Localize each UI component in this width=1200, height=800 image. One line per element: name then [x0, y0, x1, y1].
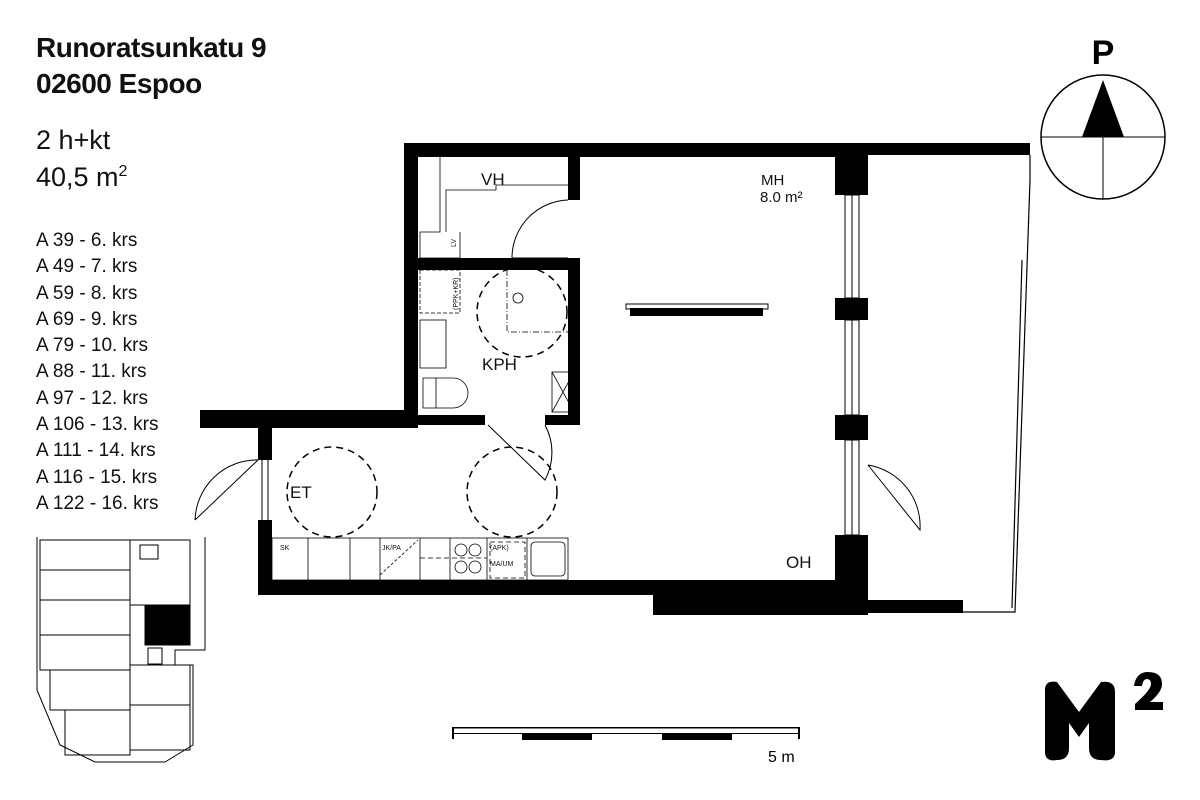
scale-bar: 5 m — [452, 727, 800, 766]
room-mh-area: 8.0 m² — [760, 189, 803, 206]
unit-item: A 49 - 7. krs — [36, 256, 138, 278]
city: 02600 Espoo — [36, 68, 202, 99]
unit-item: A 59 - 8. krs — [36, 282, 138, 304]
building-keyplan — [36, 537, 206, 763]
room-et: ET — [290, 483, 312, 502]
street: Runoratsunkatu 9 — [36, 32, 267, 63]
address: Runoratsunkatu 9 02600 Espoo — [36, 30, 267, 102]
unit-item: A 39 - 6. krs — [36, 230, 138, 251]
unit-item: A 88 - 11. krs — [36, 361, 147, 383]
doors — [194, 199, 921, 532]
room-kph: KPH — [482, 355, 517, 374]
unit-item: A 111 - 14. krs — [36, 440, 156, 462]
m2-logo-icon — [1045, 681, 1115, 761]
apartment-info: 2 h+kt 40,5 m2 — [36, 124, 127, 193]
room-mh: MH — [761, 172, 784, 189]
scale-label: 5 m — [768, 749, 795, 766]
unit-item: A 106 - 13. krs — [36, 414, 159, 436]
walls — [200, 143, 1030, 615]
turning-circles — [286, 266, 568, 538]
compass-label: P — [1092, 34, 1115, 72]
fixture-sk: SK — [280, 545, 290, 552]
room-vh: VH — [481, 170, 505, 189]
fixture-lv: LV — [451, 239, 458, 247]
unit-item: A 116 - 15. krs — [36, 466, 158, 488]
apartment-type: 2 h+kt — [36, 125, 111, 155]
unit-list: A 39 - 6. krs A 49 - 7. krs A 59 - 8. kr… — [36, 228, 159, 517]
apartment-area: 40,5 m — [36, 162, 119, 192]
unit-item: A 97 - 12. krs — [36, 387, 148, 409]
fixture-apk: (APK) — [490, 545, 509, 552]
logo — [1045, 672, 1163, 761]
fixture-ppk: (PPK+KR) — [453, 278, 460, 310]
unit-item: A 69 - 9. krs — [36, 308, 138, 330]
room-labels: VH MH 8.0 m² KPH ET OH LV (PPK+KR) SK JK… — [280, 170, 812, 572]
north-arrow-icon — [1082, 80, 1124, 137]
compass: P — [1040, 34, 1166, 200]
fixture-jkpa: JK/PA — [382, 545, 401, 552]
room-oh: OH — [786, 553, 812, 572]
area-unit-sup: 2 — [118, 163, 128, 180]
fixtures — [271, 157, 575, 581]
unit-item: A 79 - 10. krs — [36, 335, 148, 357]
unit-item: A 122 - 16. krs — [36, 492, 159, 514]
fixture-maum: MA/UM — [490, 561, 514, 568]
windows — [261, 194, 860, 536]
balcony — [963, 155, 1031, 613]
